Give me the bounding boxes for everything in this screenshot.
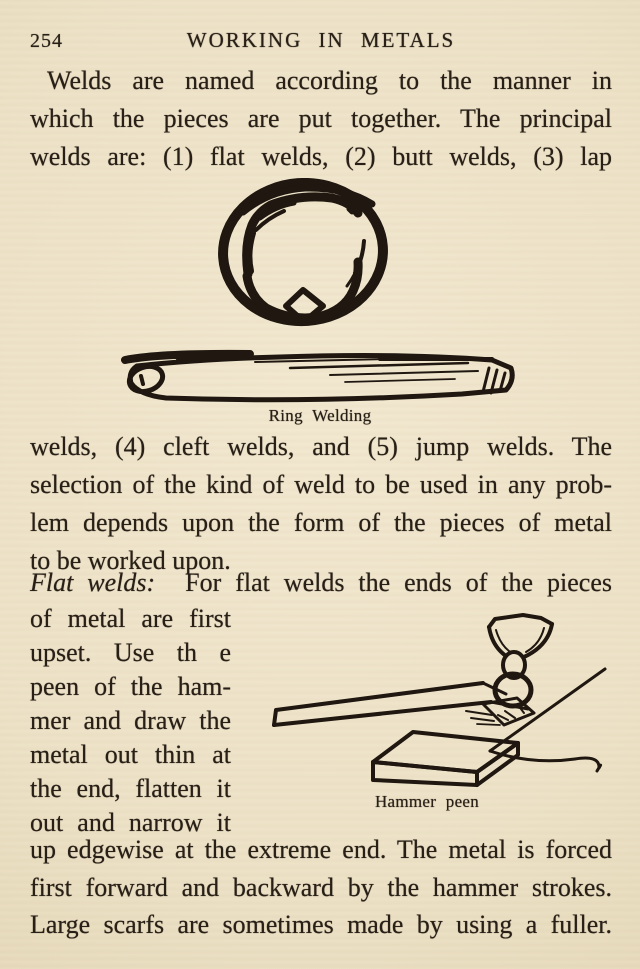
text-line: Welds are named according to the manner … — [47, 66, 612, 95]
text-line: mer and draw the — [30, 706, 231, 735]
figure-ring-welding — [0, 177, 640, 406]
paragraph-welds-named: Welds are named according to the manner … — [30, 62, 612, 176]
page-header: 254 WORKING IN METALS — [30, 28, 612, 58]
text-line: peen of the ham- — [30, 672, 231, 701]
figure-caption: Hammer peen — [374, 792, 480, 811]
ring-drawing — [218, 177, 388, 327]
hammer-drawing — [487, 613, 554, 709]
bar-stock-drawing — [121, 349, 515, 403]
flat-welds-label: Flat welds: — [30, 568, 156, 597]
running-title: WORKING IN METALS — [186, 28, 456, 52]
text-line: Large scarfs are sometimes made by using… — [30, 910, 612, 939]
text-line: out and narrow it — [30, 808, 231, 837]
paragraph-flat-welds-bottom: up edgewise at the extreme end. The meta… — [30, 831, 612, 944]
text-line: first forward and backward by the hammer… — [30, 872, 612, 902]
figure-caption: Ring Welding — [268, 406, 372, 425]
text-line: which the pieces are put together. The p… — [30, 104, 612, 133]
hammer-peen-illustration — [272, 613, 607, 787]
figure-hammer-peen — [270, 612, 635, 792]
ring-welding-illustration — [121, 177, 515, 403]
text-line: the end, flatten it — [30, 774, 231, 803]
text-line: welds are: (1) flat welds, (2) butt weld… — [30, 142, 612, 171]
text-line: welds, (4) cleft welds, and (5) jump wel… — [30, 432, 612, 461]
text-line: to be worked upon. — [30, 546, 231, 575]
text-line: selection of the kind of weld to be used… — [30, 470, 612, 499]
paragraph-flat-welds-lead: Flat welds: For flat welds the ends of t… — [30, 564, 612, 602]
paragraph-weld-selection: welds, (4) cleft welds, and (5) jump wel… — [30, 428, 612, 580]
paragraph-flat-welds-left-column: of metal are first upset. Use th e peen … — [30, 602, 231, 840]
text-line: metal out thin at — [30, 740, 231, 769]
text-line: up edgewise at the extreme end. The meta… — [30, 835, 612, 864]
text-line: upset. Use th e — [30, 638, 231, 667]
lower-bar-drawing — [371, 667, 607, 787]
weld-scarf-drawing — [465, 696, 536, 727]
text-line: lem depends upon the form of the pieces … — [30, 508, 612, 537]
page-number: 254 — [30, 30, 63, 52]
text-line: of metal are first — [30, 604, 231, 633]
flat-welds-lead-text: For flat welds the ends of the pieces — [185, 568, 613, 597]
